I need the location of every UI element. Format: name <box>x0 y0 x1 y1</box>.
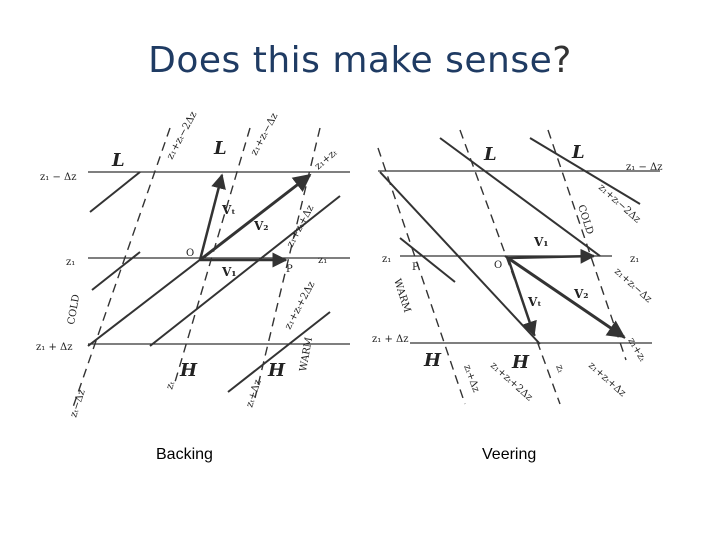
right-label-thick-3: z₁+zₜ <box>625 336 647 364</box>
left-solid-line-5 <box>91 251 141 291</box>
left-high-label-1: H <box>179 360 198 381</box>
page-title: Does this make sense? <box>0 40 720 81</box>
caption-veering: Veering <box>482 446 537 463</box>
left-label-thick-1: z₁+zₜ−2Δz <box>165 110 199 162</box>
right-high-label-2: H <box>511 352 530 373</box>
right-vector-v2 <box>507 256 626 339</box>
right-label-bottom-1: zₜ+Δz <box>461 363 481 394</box>
right-warm-label: WARM <box>391 278 412 314</box>
right-vector-vt <box>506 257 537 337</box>
left-solid-line-4 <box>227 311 331 393</box>
left-low-label-1: L <box>111 150 125 171</box>
right-solid-line-3 <box>529 137 641 205</box>
left-vector-vt <box>198 173 226 261</box>
left-solid-line-1 <box>89 171 141 213</box>
title-question-mark: ? <box>552 40 572 81</box>
right-label-iso-mid: z₁ <box>630 254 639 265</box>
right-low-label-2: L <box>571 142 585 163</box>
left-origin-label: O <box>186 248 194 259</box>
right-solid-line-4 <box>399 237 456 283</box>
right-label-iso-bot: z₁ + Δz <box>372 334 409 345</box>
left-label-thick-5: z₁+zₜ+2Δz <box>283 280 317 332</box>
right-diagram <box>377 129 660 405</box>
right-label-thick-2: z₁+zₜ−Δz <box>612 266 654 305</box>
right-label-bottom-2: zₜ <box>553 363 566 375</box>
left-dashed-line-3 <box>254 127 321 399</box>
left-high-label-2: H <box>267 360 286 381</box>
right-diagram-labels: z₁ − Δz z₁ z₁ z₁ + Δz z₁+zₜ−2Δz z₁+zₜ−Δz… <box>372 142 663 403</box>
right-v2-label: V₂ <box>573 287 589 301</box>
left-label-iso-mid: z₁ <box>66 257 75 268</box>
right-label-thick-1: z₁+zₜ−2Δz <box>596 182 642 225</box>
right-dashed-line-1 <box>377 147 466 405</box>
left-label-bottom-3: zₜ+Δz <box>244 378 263 409</box>
left-cold-label: COLD <box>66 294 82 326</box>
left-vt-label: Vₜ <box>221 203 236 217</box>
left-warm-label: WARM <box>298 336 315 372</box>
left-low-label-2: L <box>213 138 227 159</box>
right-v1-label: V₁ <box>533 235 549 249</box>
left-v2-label: V₂ <box>253 219 269 233</box>
right-solid-line-2 <box>439 137 601 257</box>
left-diagram <box>71 127 350 411</box>
caption-backing: Backing <box>156 446 213 463</box>
left-label-thick-4: z₁+zₜ+Δz <box>285 203 316 249</box>
right-label-thick-4: z₁+zₜ+Δz <box>586 360 628 399</box>
right-vector-v1 <box>507 248 596 264</box>
right-label-iso-mid-left: z₁ <box>382 254 391 265</box>
left-solid-line-3 <box>149 195 341 347</box>
left-label-iso-bot: z₁ + Δz <box>36 342 73 353</box>
right-high-label-1: H <box>423 350 442 371</box>
left-label-bottom-1: zₜ−Δz <box>68 388 87 419</box>
right-origin-label: O <box>494 260 502 271</box>
left-label-thick-2: z₁+zₜ−Δz <box>249 111 280 157</box>
left-point-p-label: P <box>286 264 293 275</box>
left-v1-label: V₁ <box>221 265 237 279</box>
left-vector-v2 <box>199 173 312 262</box>
left-diagram-labels: z₁ − Δz z₁ z₁ + Δz z₁ z₁+zₜ−2Δz z₁+zₜ−Δz… <box>36 110 340 419</box>
left-label-thick-3: z₁+zₜ <box>313 147 340 172</box>
right-point-p-label: P <box>412 262 419 273</box>
right-low-label-1: L <box>483 144 497 165</box>
title-text: Does this make sense <box>148 40 553 81</box>
right-vt-label: Vₜ <box>527 295 542 309</box>
left-dashed-line-1 <box>71 127 171 411</box>
right-dashed-line-3 <box>547 129 627 361</box>
right-dashed-line-2 <box>459 129 561 405</box>
left-label-iso-mid-right: z₁ <box>318 255 327 266</box>
right-label-iso-top: z₁ − Δz <box>626 162 663 173</box>
left-label-iso-top: z₁ − Δz <box>40 172 77 183</box>
left-label-bottom-2: zₜ <box>164 380 177 391</box>
right-solid-line-1 <box>379 171 541 345</box>
